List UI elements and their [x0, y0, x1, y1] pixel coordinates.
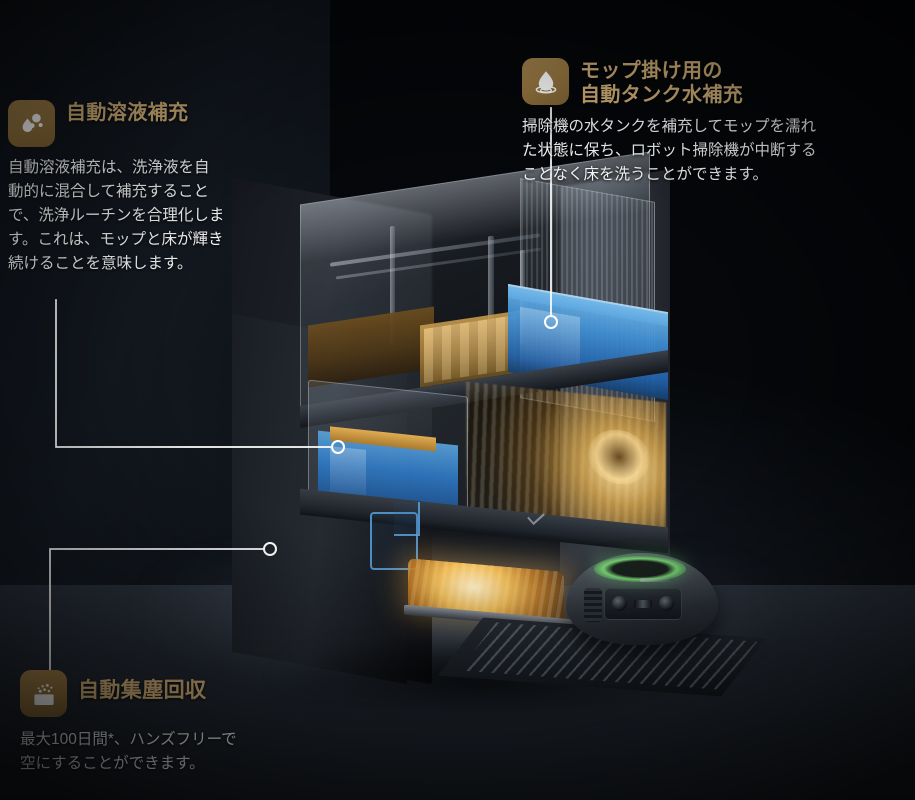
feature-auto-dust-collection: 自動集塵回収 最大100日間*、ハンズフリーで 空にすることができます。	[20, 670, 300, 776]
feature-header: モップ掛け用の 自動タンク水補充	[522, 58, 907, 108]
droplet-bubbles-icon	[8, 100, 55, 147]
dust-bin-icon	[20, 670, 67, 717]
robot-side-brush	[584, 588, 602, 622]
feature-title: 自動集塵回収	[78, 679, 207, 702]
blue-transfer-tube	[394, 502, 420, 536]
feature-title: 自動溶液補充	[66, 102, 189, 124]
feature-description: 最大100日間*、ハンズフリーで 空にすることができます。	[20, 731, 237, 773]
feature-description: 掃除機の水タンクを補充してモップを濡れ た状態に保ち、ロボット掃除機が中断する …	[522, 117, 817, 183]
feature-auto-solution-refill: 自動溶液補充 自動溶液補充は、洗浄液を自 動的に混合して補充すること で、洗浄ル…	[8, 100, 266, 276]
feature-auto-tank-water-refill: モップ掛け用の 自動タンク水補充 掃除機の水タンクを補充してモップを濡れ た状態…	[522, 58, 907, 187]
feature-title: モップ掛け用の 自動タンク水補充	[580, 60, 744, 107]
robot-brand-mark	[640, 578, 670, 582]
feature-header: 自動溶液補充	[8, 100, 266, 147]
feature-description: 自動溶液補充は、洗浄液を自 動的に混合して補充すること で、洗浄ルーチンを合理化…	[8, 159, 225, 273]
robot-lidar-icon	[634, 600, 652, 608]
droplet-ripple-icon	[522, 58, 569, 105]
robot-lens-icon	[612, 596, 627, 611]
robot-sensor-module	[604, 588, 682, 620]
feature-header: 自動集塵回収	[20, 670, 300, 717]
robot-lens-icon	[659, 596, 674, 611]
